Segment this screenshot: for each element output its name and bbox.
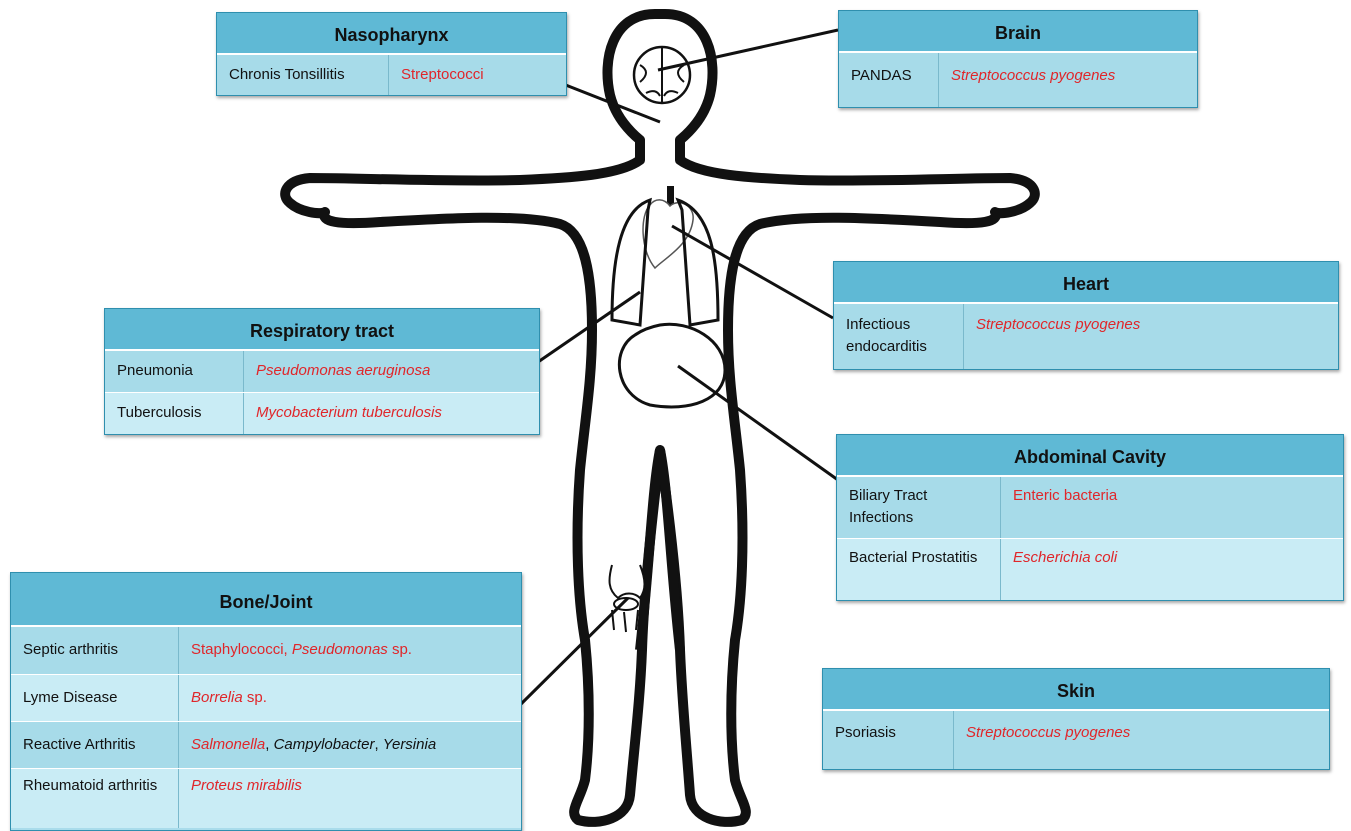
pathogen-cell: Mycobacterium tuberculosis xyxy=(244,393,452,434)
panel-title: Bone/Joint xyxy=(11,573,521,627)
pathogen-cell: Proteus mirabilis xyxy=(179,769,312,828)
disease-cell: Pneumonia xyxy=(105,351,244,392)
table-row: Septic arthritis Staphylococci, Pseudomo… xyxy=(11,627,521,674)
panel-brain: Brain PANDAS Streptococcus pyogenes xyxy=(838,10,1198,108)
abdomen-outline xyxy=(619,324,725,407)
pathogen-cell: Streptococcus pyogenes xyxy=(964,304,1150,369)
panel-abdominal: Abdominal Cavity Biliary Tract Infection… xyxy=(836,434,1344,601)
pathogen-text: Staphylococci, xyxy=(191,641,292,658)
pathogen-cell: Salmonella, Campylobacter, Yersinia xyxy=(179,722,446,768)
table-row: Bacterial Prostatitis Escherichia coli xyxy=(837,538,1343,600)
pathogen-text: , xyxy=(265,736,273,753)
pathogen-text: sp. xyxy=(243,689,267,706)
pathogen-text: Salmonella xyxy=(191,736,265,753)
pathogen-text: Pseudomonas xyxy=(292,641,388,658)
pathogen-cell: Streptococcus pyogenes xyxy=(954,711,1140,769)
table-row: Reactive Arthritis Salmonella, Campyloba… xyxy=(11,721,521,768)
table-row: Rheumatoid arthritis Proteus mirabilis xyxy=(11,768,521,828)
panel-title: Abdominal Cavity xyxy=(837,435,1343,477)
disease-cell: Infectious endocarditis xyxy=(834,304,964,369)
disease-cell: Tuberculosis xyxy=(105,393,244,434)
right-lung-outline xyxy=(678,200,718,325)
panel-skin: Skin Psoriasis Streptococcus pyogenes xyxy=(822,668,1330,770)
pathogen-cell: Pseudomonas aeruginosa xyxy=(244,351,440,392)
disease-cell: PANDAS xyxy=(839,53,939,107)
panel-bone-joint: Bone/Joint Septic arthritis Staphylococc… xyxy=(10,572,522,831)
table-row: Infectious endocarditis Streptococcus py… xyxy=(834,304,1338,369)
table-row: PANDAS Streptococcus pyogenes xyxy=(839,53,1197,107)
table-row: Chronis Tonsillitis Streptococci xyxy=(217,55,566,95)
connector-bone xyxy=(520,598,628,705)
panel-title: Nasopharynx xyxy=(217,13,566,55)
connector-heart xyxy=(672,226,833,318)
pathogen-text: sp. xyxy=(388,641,412,658)
panel-title: Respiratory tract xyxy=(105,309,539,351)
pathogen-text: Borrelia xyxy=(191,689,243,706)
table-row: Tuberculosis Mycobacterium tuberculosis xyxy=(105,392,539,434)
disease-cell: Septic arthritis xyxy=(11,627,179,674)
pathogen-cell: Streptococcus pyogenes xyxy=(939,53,1125,107)
pathogen-text: Proteus mirabilis xyxy=(191,777,302,794)
panel-title: Skin xyxy=(823,669,1329,711)
table-row: Lyme Disease Borrelia sp. xyxy=(11,674,521,721)
panel-heart: Heart Infectious endocarditis Streptococ… xyxy=(833,261,1339,370)
connector-brain xyxy=(658,30,838,70)
table-row: Psoriasis Streptococcus pyogenes xyxy=(823,711,1329,769)
table-row: Pneumonia Pseudomonas aeruginosa xyxy=(105,351,539,392)
disease-cell: Chronis Tonsillitis xyxy=(217,55,389,95)
pathogen-cell: Enteric bacteria xyxy=(1001,477,1127,538)
disease-cell: Rheumatoid arthritis xyxy=(11,769,179,828)
pathogen-cell: Borrelia sp. xyxy=(179,675,277,721)
pathogen-text: Campylobacter xyxy=(274,736,375,753)
pathogen-text: Yersinia xyxy=(383,736,436,753)
panel-title: Heart xyxy=(834,262,1338,304)
disease-cell: Reactive Arthritis xyxy=(11,722,179,768)
connector-abdominal xyxy=(678,366,838,480)
leg-gap-outline xyxy=(640,450,680,650)
brain-icon xyxy=(634,47,690,103)
panel-title: Brain xyxy=(839,11,1197,53)
pathogen-cell: Streptococci xyxy=(389,55,494,95)
disease-cell: Lyme Disease xyxy=(11,675,179,721)
disease-cell: Bacterial Prostatitis xyxy=(837,539,1001,600)
panel-respiratory: Respiratory tract Pneumonia Pseudomonas … xyxy=(104,308,540,435)
pathogen-cell: Staphylococci, Pseudomonas sp. xyxy=(179,627,422,674)
disease-cell: Psoriasis xyxy=(823,711,954,769)
table-row: Biliary Tract Infections Enteric bacteri… xyxy=(837,477,1343,538)
disease-cell: Biliary Tract Infections xyxy=(837,477,1001,538)
panel-nasopharynx: Nasopharynx Chronis Tonsillitis Streptoc… xyxy=(216,12,567,96)
pathogen-cell: Escherichia coli xyxy=(1001,539,1127,600)
pathogen-text: , xyxy=(374,736,382,753)
